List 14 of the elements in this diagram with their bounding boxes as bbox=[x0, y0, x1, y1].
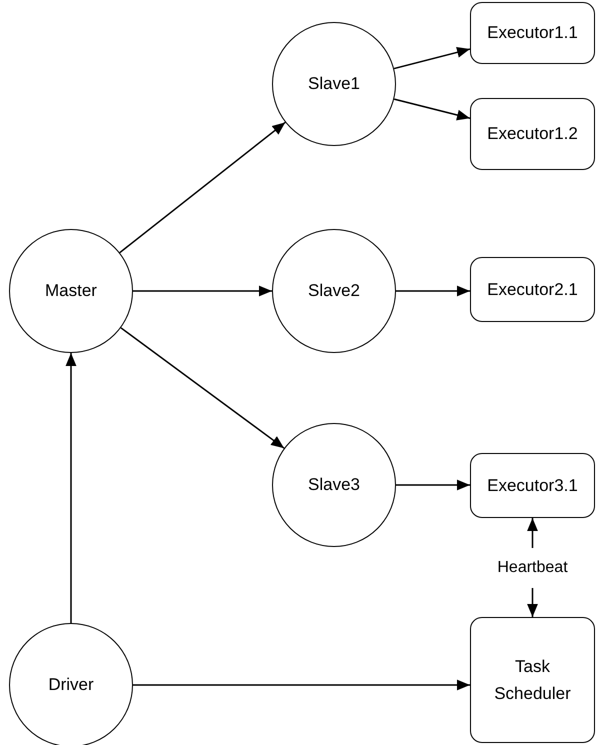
arrow bbox=[133, 286, 272, 296]
arrow bbox=[119, 122, 286, 254]
process-box: Executor1.1 bbox=[470, 2, 595, 64]
arrow bbox=[396, 286, 470, 296]
arrow bbox=[66, 353, 76, 623]
arrow bbox=[396, 480, 470, 490]
arrow bbox=[394, 98, 470, 120]
arrow bbox=[120, 327, 285, 449]
process-box: Task Scheduler bbox=[470, 617, 595, 743]
arrow bbox=[394, 47, 470, 70]
process-box: Executor2.1 bbox=[470, 257, 595, 322]
arrow bbox=[133, 680, 470, 690]
process-box: Executor3.1 bbox=[470, 453, 595, 518]
process-box: Executor1.2 bbox=[470, 98, 595, 170]
